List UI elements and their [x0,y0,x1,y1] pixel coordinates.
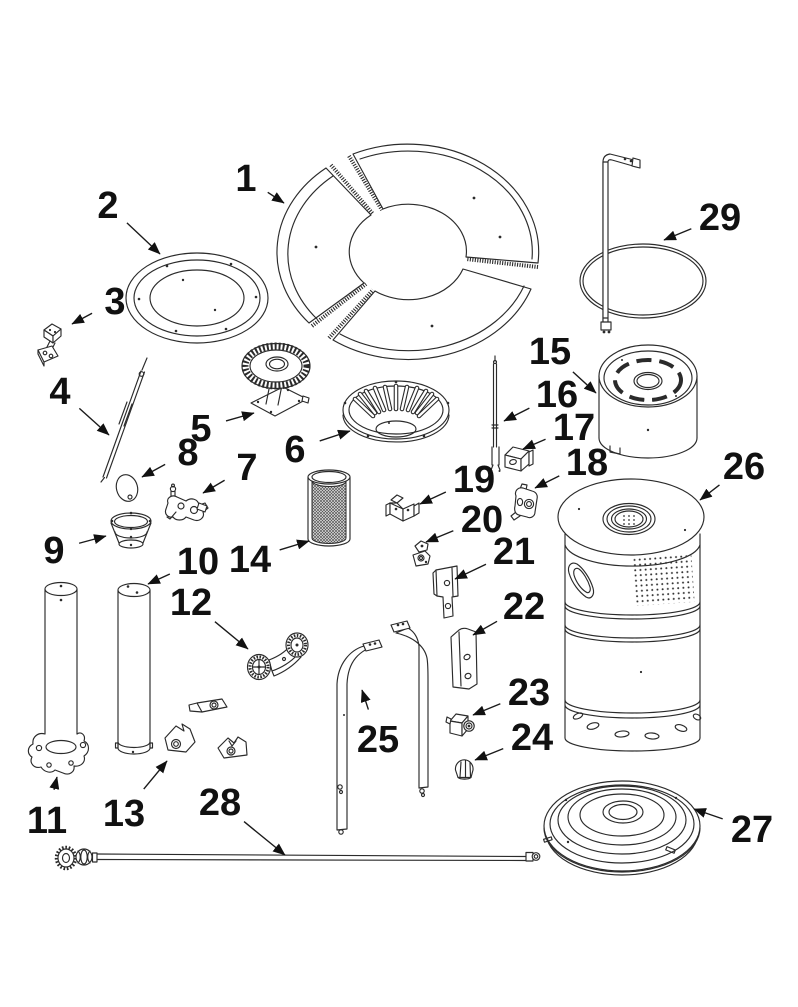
part-number-2: 2 [97,185,118,227]
part-number-19: 19 [453,459,495,501]
part-number-24: 24 [511,717,553,759]
part-burner-screen-bowl [342,380,450,443]
callout-leader-13 [143,760,168,790]
callout-leader-23 [472,703,501,716]
part-knob [454,759,474,780]
callout-leader-22 [472,620,498,636]
part-mount-bracket [37,323,62,367]
part-number-26: 26 [723,446,765,488]
callout-leader-25 [360,689,371,710]
part-valve-assembly [164,483,209,522]
part-number-11: 11 [27,800,67,842]
callout-leader-17 [522,438,546,450]
part-number-12: 12 [170,582,212,624]
part-reflector-plate [125,252,269,344]
callout-leader-16 [503,407,530,422]
part-number-6: 6 [284,429,305,471]
callout-leader-20 [425,530,454,543]
callout-leader-27 [693,808,723,820]
callout-leader-6 [319,429,351,442]
part-number-25: 25 [357,719,399,761]
part-roller-bracket [246,632,309,681]
callout-leader-9 [78,534,107,544]
part-number-29: 29 [699,197,741,239]
part-tank-housing [557,478,705,752]
part-number-21: 21 [493,531,535,573]
part-number-28: 28 [199,782,241,824]
callout-leader-4 [78,407,110,436]
part-control-bowl [110,511,152,549]
callout-leader-12 [214,621,249,650]
part-number-18: 18 [566,442,608,484]
callout-leader-15 [572,371,597,394]
callout-leader-14 [279,539,310,551]
part-number-10: 10 [177,541,219,583]
part-clamp-set [164,698,248,759]
part-emitter-screen [307,469,351,547]
part-number-4: 4 [49,371,70,413]
callout-leader-29 [663,228,692,241]
callout-leader-11 [49,776,60,790]
callout-leader-24 [474,747,504,761]
part-base-lid [543,780,701,876]
part-tube-rod [54,845,541,871]
callout-leader-3 [71,312,93,325]
part-number-13: 13 [103,793,145,835]
callout-leader-5 [225,411,255,422]
part-number-8: 8 [177,432,198,474]
part-number-3: 3 [104,281,125,323]
part-number-16: 16 [536,374,578,416]
part-post-tube [114,582,154,755]
part-channel-bracket [504,446,534,472]
part-inner-drum [598,344,698,459]
callout-leader-28 [243,821,286,856]
part-number-20: 20 [461,499,503,541]
part-side-bracket [450,627,478,690]
callout-leader-1 [267,191,285,204]
part-number-15: 15 [529,331,571,373]
part-heat-shield-oval [115,474,139,502]
part-small-clamp [412,540,431,567]
part-reflector-ring-segments [276,143,540,361]
callout-leader-21 [454,563,487,580]
part-post-tube-flanged [27,581,90,775]
part-box-bracket [385,494,420,522]
callout-leader-7 [202,479,225,494]
part-handle-tubes [336,620,429,835]
callout-leader-18 [534,475,560,489]
callout-leader-19 [419,491,447,505]
part-number-14: 14 [229,539,271,581]
part-clip-block [510,483,538,521]
part-number-1: 1 [235,158,256,200]
part-burner [241,342,311,417]
part-number-23: 23 [508,672,550,714]
callout-leader-8 [141,463,166,478]
callout-leader-2 [126,222,161,255]
callout-leader-10 [147,573,171,585]
part-number-27: 27 [731,809,773,851]
part-number-7: 7 [236,447,257,489]
part-valve-fitting [445,713,475,737]
part-number-17: 17 [553,407,595,449]
part-number-9: 9 [43,530,64,572]
part-igniter-electrode [490,355,501,472]
part-thermocouple [100,357,148,483]
part-number-5: 5 [190,408,211,450]
callout-leader-26 [699,484,720,501]
part-hanger-ring [579,153,707,334]
part-number-22: 22 [503,586,545,628]
